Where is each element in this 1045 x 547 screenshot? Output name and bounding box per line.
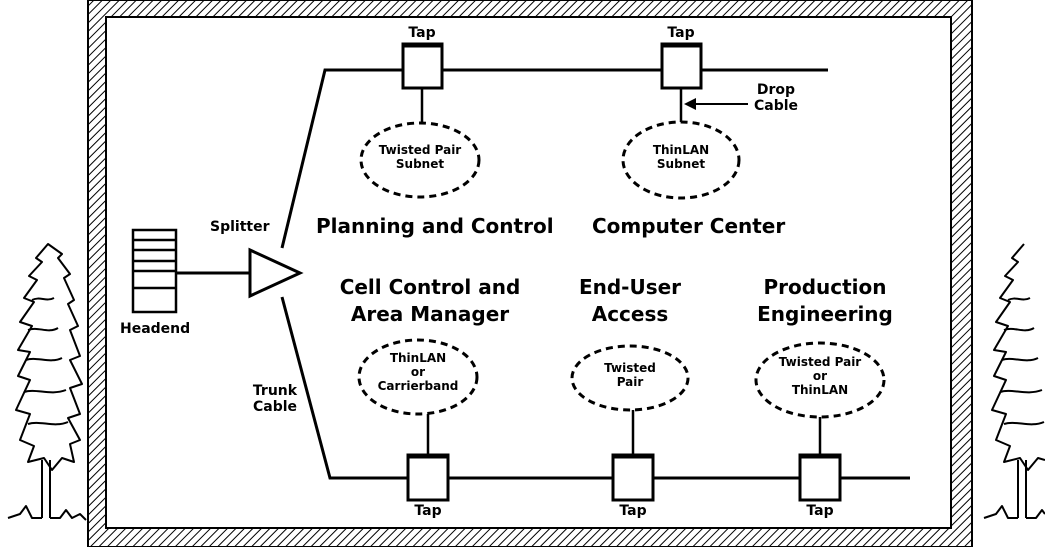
subnet-label-production: Twisted Pair or ThinLAN — [778, 355, 862, 397]
area-title-production: Production Engineering — [757, 275, 893, 326]
subnet-ellipse — [357, 338, 479, 416]
subnet-ellipse — [359, 121, 481, 199]
subnet-ellipse — [621, 120, 741, 200]
splitter-label: Splitter — [210, 219, 270, 235]
tap-label: Tap — [408, 25, 436, 41]
tap-label: Tap — [806, 503, 834, 519]
subnet-label-end-user: Twisted Pair — [604, 361, 656, 389]
subnet-label-cell-control: ThinLAN or Carrierband — [377, 351, 459, 393]
splitter-icon — [248, 247, 304, 299]
area-title-planning: Planning and Control — [316, 214, 554, 238]
tap-label: Tap — [414, 503, 442, 519]
headend-label: Headend — [120, 321, 191, 337]
trunk-cable-label: Trunk Cable — [252, 383, 298, 416]
area-title-computer-center: Computer Center — [592, 214, 786, 238]
tree-icon — [983, 243, 1045, 519]
tap-icon — [798, 415, 842, 502]
area-title-end-user: End-User Access — [578, 275, 682, 326]
tap-label: Tap — [667, 25, 695, 41]
subnet-label-computer-center: ThinLAN Subnet — [652, 143, 710, 171]
tap-icon — [406, 414, 450, 502]
tree-icon — [7, 243, 87, 521]
subnet-ellipse — [754, 341, 886, 419]
subnet-label-planning: Twisted Pair Subnet — [378, 143, 462, 171]
tap-icon — [660, 42, 703, 122]
drop-cable-label: Drop Cable — [753, 82, 799, 115]
building-outline — [87, 0, 973, 547]
tap-label: Tap — [619, 503, 647, 519]
area-title-cell-control: Cell Control and Area Manager — [339, 275, 521, 326]
tap-icon — [611, 408, 655, 502]
headend-icon — [131, 228, 178, 314]
tap-icon — [401, 42, 444, 125]
subnet-ellipse — [570, 344, 690, 412]
drop-cable-arrow — [684, 98, 748, 110]
